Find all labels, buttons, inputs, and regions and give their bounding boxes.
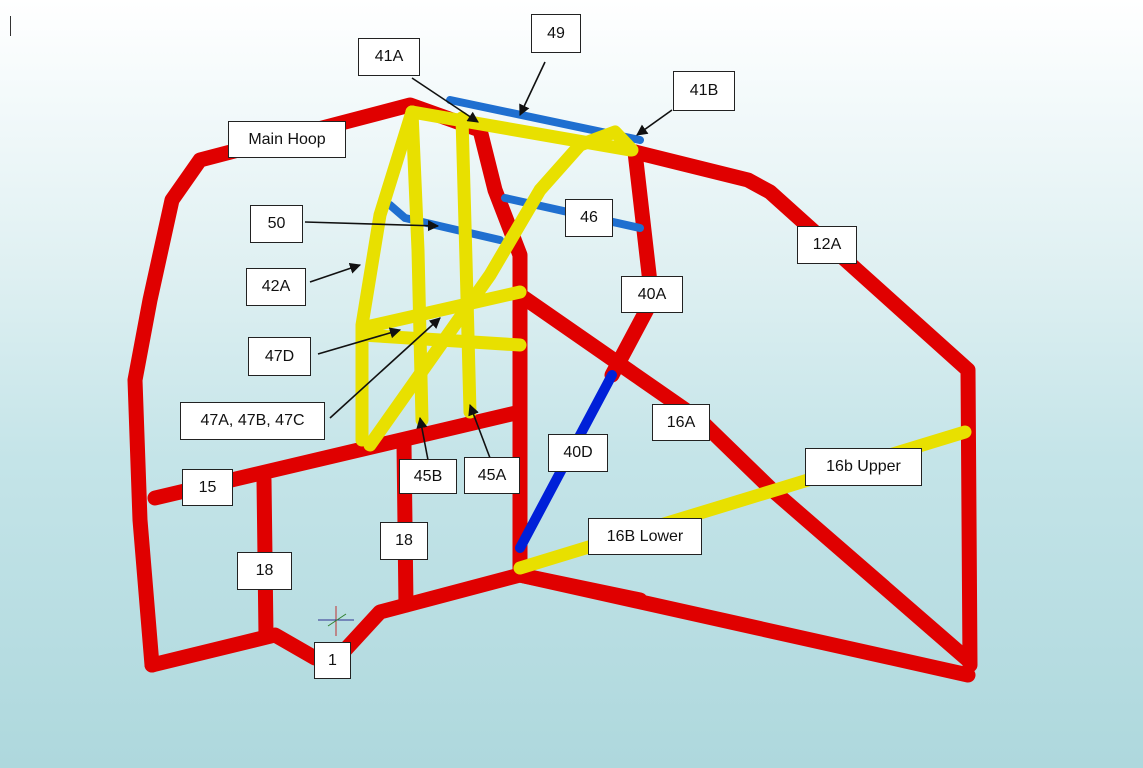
label-15: 15: [182, 469, 233, 506]
label-41a: 41A: [358, 38, 420, 76]
label-42a: 42A: [246, 268, 306, 306]
label-12a: 12A: [797, 226, 857, 264]
member-41b-tube: [363, 125, 639, 452]
lower-frame-tube: [512, 567, 648, 608]
member-12a-tube: [627, 144, 978, 673]
leader-45b: [416, 416, 429, 461]
axis-triad-icon: [318, 606, 354, 636]
member-16a-tube: [512, 287, 976, 668]
leader-41b: [636, 109, 673, 136]
leader-47abc: [329, 317, 441, 419]
member-47-lower-tube: [355, 328, 527, 352]
label-16b-upper: 16b Upper: [805, 448, 922, 486]
label-50: 50: [250, 205, 303, 243]
member-47d-tube: [355, 285, 527, 335]
text-cursor: [10, 16, 11, 36]
leader-42a: [309, 262, 362, 283]
label-16a: 16A: [652, 404, 710, 441]
leader-49: [519, 61, 546, 117]
label-46: 46: [565, 199, 613, 237]
leader-45a: [468, 403, 491, 459]
label-41b: 41B: [673, 71, 735, 111]
leader-50: [304, 220, 440, 232]
member-42a-tube: [355, 105, 419, 447]
label-49: 49: [531, 14, 581, 53]
label-main-hoop: Main Hoop: [228, 121, 346, 158]
label-1: 1: [314, 642, 351, 679]
leader-47d: [317, 327, 402, 355]
label-40a: 40A: [621, 276, 683, 313]
label-16b-lower: 16B Lower: [588, 518, 702, 555]
label-18-left: 18: [237, 552, 292, 590]
main-hoop-tube: [127, 97, 528, 673]
member-45a-tube: [455, 111, 477, 419]
member-50-tube: [386, 201, 504, 244]
label-18-right: 18: [380, 522, 428, 560]
member-40a-tube: [604, 144, 660, 383]
label-40d: 40D: [548, 434, 608, 472]
label-45a: 45A: [464, 457, 520, 494]
label-47abc: 47A, 47B, 47C: [180, 402, 325, 440]
leader-41a: [411, 77, 479, 123]
label-45b: 45B: [399, 459, 457, 494]
label-47d: 47D: [248, 337, 311, 376]
